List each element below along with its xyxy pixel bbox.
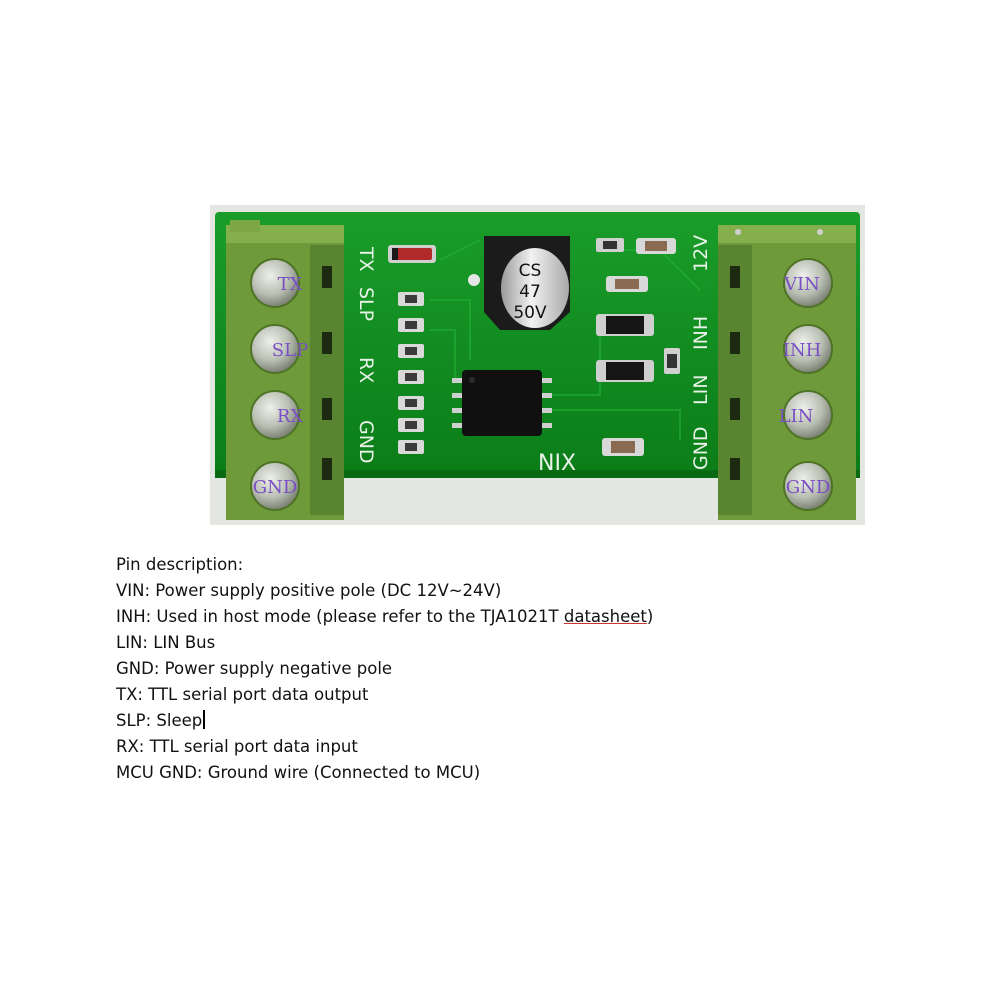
smd-parts-right (596, 238, 680, 456)
pin-description: Pin description: VIN: Power supply posit… (116, 552, 876, 786)
screw-terminal-lin (783, 390, 833, 440)
svg-text:GND: GND (355, 420, 377, 464)
smd-resistors-left (398, 292, 424, 454)
svg-text:47: 47 (519, 282, 541, 302)
pin-label-slp: SLP (272, 340, 308, 361)
silk-left-labels: TX SLP RX GND (355, 246, 377, 464)
desc-tx: TX: TTL serial port data output (116, 685, 369, 704)
svg-text:GND: GND (690, 426, 712, 470)
pin-description-title: Pin description: (116, 555, 244, 574)
pin-label-gnd-right: GND (786, 477, 831, 498)
pin-label-vin: VIN (783, 274, 820, 295)
text-cursor (203, 710, 206, 729)
svg-text:CS: CS (519, 261, 542, 281)
datasheet-link: datasheet (563, 607, 647, 626)
pin-label-rx: RX (277, 406, 304, 427)
desc-rx: RX: TTL serial port data input (116, 737, 358, 756)
screw-terminal-rx (250, 390, 300, 440)
screw-terminal-slp (250, 324, 300, 374)
mounting-hole (468, 274, 480, 286)
pcb (215, 212, 860, 474)
desc-slp: SLP: Sleep (116, 708, 876, 734)
svg-text:RX: RX (355, 357, 377, 383)
tja1021t-chip (452, 370, 552, 436)
pin-label-inh: INH (783, 340, 822, 361)
screw-terminal-gnd-right (783, 461, 833, 511)
pin-label-lin: LIN (779, 406, 814, 427)
desc-gnd: GND: Power supply negative pole (116, 659, 393, 678)
svg-text:LIN: LIN (690, 375, 712, 405)
capacitor: CS 47 50V (484, 236, 570, 330)
svg-text:INH: INH (690, 316, 712, 350)
svg-text:50V: 50V (513, 303, 547, 323)
svg-text:TX: TX (355, 246, 377, 272)
silk-right-labels: 12V INH LIN GND (690, 235, 712, 470)
diode (388, 245, 436, 263)
right-terminal-block: VIN INH LIN GND (718, 225, 856, 520)
silk-nix-label: NIX (538, 451, 576, 476)
svg-text:SLP: SLP (355, 287, 377, 321)
screw-terminal-tx (250, 258, 300, 308)
screw-terminal-gnd-left (250, 461, 300, 511)
screw-terminal-inh (783, 324, 833, 374)
pin-label-tx: TX (278, 274, 303, 295)
svg-text:12V: 12V (690, 235, 712, 272)
desc-lin: LIN: LIN Bus (116, 633, 216, 652)
screw-terminal-vin (783, 258, 833, 308)
left-terminal-block: TX SLP RX GND (226, 220, 344, 520)
desc-mcu-gnd: MCU GND: Ground wire (Connected to MCU) (116, 763, 481, 782)
desc-inh: INH: Used in host mode (please refer to … (116, 607, 654, 626)
pin-label-gnd-left: GND (253, 477, 298, 498)
desc-vin: VIN: Power supply positive pole (DC 12V~… (116, 581, 502, 600)
